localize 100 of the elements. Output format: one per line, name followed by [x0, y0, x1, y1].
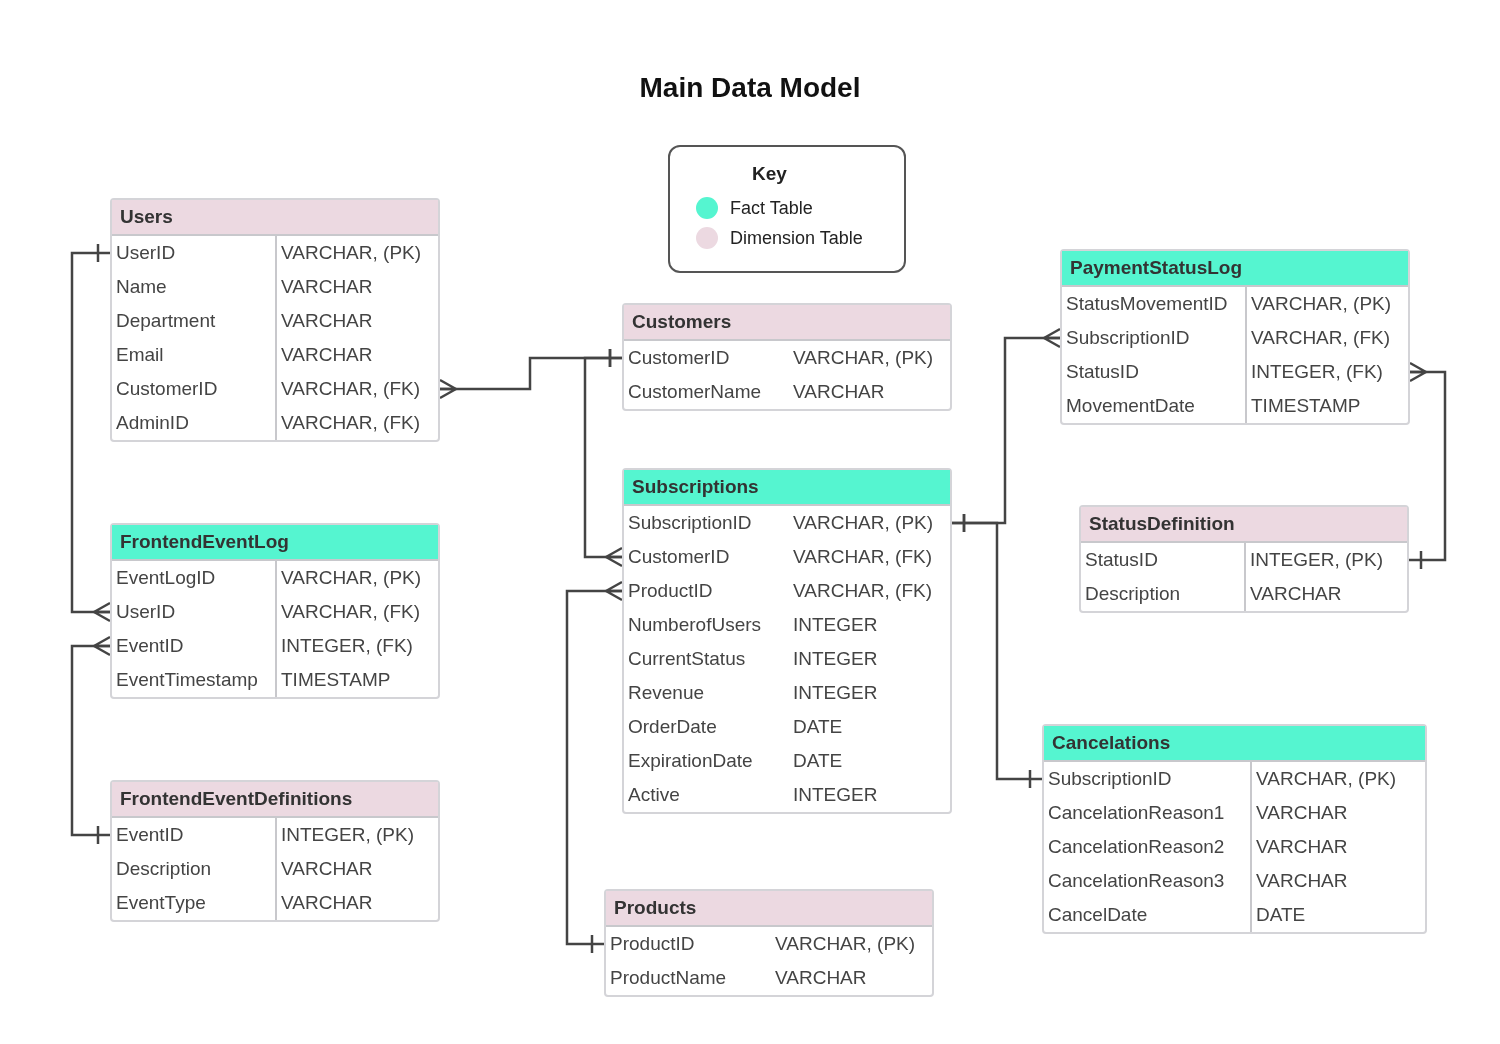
column-name: ProductName	[609, 966, 728, 990]
table-name: Products	[606, 891, 932, 927]
entity-table	[604, 889, 934, 997]
table-name: FrontendEventLog	[112, 525, 438, 561]
column-type: VARCHAR, (PK)	[1250, 762, 1425, 796]
column-type: VARCHAR, (FK)	[275, 595, 438, 629]
relationship-line	[70, 242, 112, 623]
column-name: CancelationReason2	[1047, 835, 1226, 859]
column-name: Department	[115, 309, 217, 333]
column-type: DATE	[1250, 898, 1425, 932]
column-name: UserID	[115, 241, 177, 265]
column-name: StatusID	[1084, 548, 1159, 572]
column-name: OrderDate	[627, 715, 718, 739]
column-type: VARCHAR, (FK)	[792, 545, 933, 569]
column-type: INTEGER	[792, 783, 879, 807]
column-name: UserID	[115, 600, 177, 624]
legend-label: Dimension Table	[730, 227, 863, 249]
column-type: VARCHAR, (PK)	[275, 236, 438, 270]
relationship-line	[952, 512, 1042, 790]
table-name: StatusDefinition	[1081, 507, 1407, 543]
column-name: StatusMovementID	[1065, 292, 1229, 316]
column-name: Active	[627, 783, 681, 807]
column-name: Revenue	[627, 681, 706, 705]
column-name: EventTimestamp	[115, 668, 259, 692]
diagram-title: Main Data Model	[639, 72, 861, 104]
entity-table	[622, 303, 952, 411]
column-type: VARCHAR	[1250, 796, 1425, 830]
table-name: PaymentStatusLog	[1062, 251, 1408, 287]
entity-table	[110, 198, 440, 442]
column-name: CustomerName	[627, 380, 763, 404]
column-type: TIMESTAMP	[1245, 389, 1408, 423]
column-type: VARCHAR, (FK)	[275, 406, 438, 440]
column-name: StatusID	[1065, 360, 1140, 384]
column-type: VARCHAR	[275, 852, 438, 886]
column-type: INTEGER	[792, 681, 879, 705]
table-name: Users	[112, 200, 438, 236]
column-type: INTEGER	[792, 613, 879, 637]
column-name: EventID	[115, 634, 185, 658]
column-type: VARCHAR, (PK)	[774, 932, 917, 956]
column-name: SubscriptionID	[627, 511, 753, 535]
column-type: INTEGER	[792, 647, 879, 671]
column-name: CurrentStatus	[627, 647, 747, 671]
column-name: CustomerID	[627, 545, 731, 569]
column-name: EventType	[115, 891, 207, 915]
column-name: CustomerID	[115, 377, 219, 401]
legend-label: Fact Table	[730, 197, 813, 219]
column-type: VARCHAR, (PK)	[792, 346, 935, 370]
column-type: VARCHAR	[1244, 577, 1407, 611]
column-type: INTEGER, (FK)	[275, 629, 438, 663]
column-type: TIMESTAMP	[275, 663, 438, 697]
column-name: EventID	[115, 823, 185, 847]
column-name: Description	[1084, 582, 1182, 606]
column-name: CancelationReason1	[1047, 801, 1226, 825]
column-type: VARCHAR, (PK)	[1245, 287, 1408, 321]
column-type: VARCHAR, (PK)	[275, 561, 438, 595]
entity-table	[110, 780, 440, 922]
column-name: ProductID	[627, 579, 714, 603]
column-type: VARCHAR, (FK)	[275, 372, 438, 406]
column-type: DATE	[792, 715, 844, 739]
column-type: VARCHAR	[275, 304, 438, 338]
entity-table	[622, 468, 952, 814]
column-type: VARCHAR	[1250, 864, 1425, 898]
entity-table	[1060, 249, 1410, 425]
column-name: Email	[115, 343, 165, 367]
table-name: Customers	[624, 305, 950, 341]
column-type: VARCHAR	[792, 380, 886, 404]
relationship-line	[1408, 361, 1447, 571]
column-type: VARCHAR	[1250, 830, 1425, 864]
column-name: NumberofUsers	[627, 613, 763, 637]
relationship-line	[70, 635, 112, 846]
column-type: VARCHAR, (FK)	[792, 579, 933, 603]
column-type: VARCHAR	[275, 270, 438, 304]
table-name: Cancelations	[1044, 726, 1425, 762]
column-type: INTEGER, (PK)	[275, 818, 438, 852]
column-name: ProductID	[609, 932, 696, 956]
column-name: CancelationReason3	[1047, 869, 1226, 893]
column-name: CustomerID	[627, 346, 731, 370]
column-type: VARCHAR	[774, 966, 868, 990]
column-name: SubscriptionID	[1065, 326, 1191, 350]
column-name: SubscriptionID	[1047, 767, 1173, 791]
column-type: VARCHAR	[275, 886, 438, 920]
legend-title: Key	[752, 163, 787, 185]
table-name: Subscriptions	[624, 470, 950, 506]
column-type: VARCHAR	[275, 338, 438, 372]
relationship-line	[565, 580, 624, 955]
column-name: ExpirationDate	[627, 749, 754, 773]
column-name: Name	[115, 275, 168, 299]
column-type: VARCHAR, (PK)	[792, 511, 935, 535]
column-type: INTEGER, (FK)	[1245, 355, 1408, 389]
column-name: MovementDate	[1065, 394, 1196, 418]
entity-table	[1042, 724, 1427, 934]
column-name: Description	[115, 857, 213, 881]
column-type: INTEGER, (PK)	[1244, 543, 1407, 577]
column-type: DATE	[792, 749, 844, 773]
entity-table	[1079, 505, 1409, 613]
column-type: VARCHAR, (FK)	[1245, 321, 1408, 355]
table-name: FrontendEventDefinitions	[112, 782, 438, 818]
relationship-line	[583, 347, 624, 568]
column-name: CancelDate	[1047, 903, 1149, 927]
entity-table	[110, 523, 440, 699]
